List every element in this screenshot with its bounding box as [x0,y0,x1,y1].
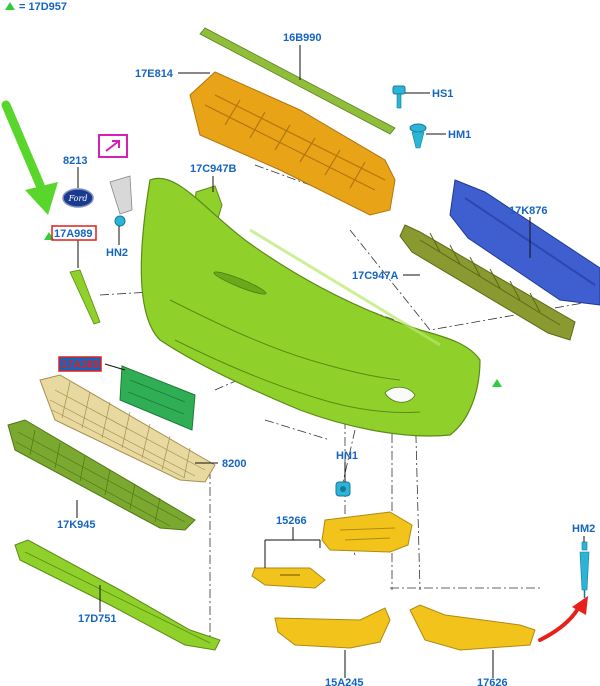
part-hn2-nut [114,215,126,227]
part-17d751-lower-lip [14,539,221,651]
leader-lines [76,45,585,678]
label-17c947a: 17C947A [352,270,399,282]
part-small-bracket [109,175,133,215]
legend-triangle-icon [5,2,15,10]
part-17a989-trim [69,269,101,325]
part-hs1-screw [392,85,406,109]
label-15a245: 15A245 [325,677,364,686]
green-indicator-arrow [1,100,58,215]
part-16b990-seal-strip [199,27,396,135]
marker-triangle-icon [492,379,502,387]
part-15266-lamp-bezel [251,511,413,589]
part-15a245-trim [274,607,391,649]
label-hn2: HN2 [106,247,128,259]
label-15266: 15266 [276,515,307,527]
label-17k876: 17K876 [509,205,548,217]
main-bumper-cover [140,177,481,437]
part-17e814-upper-bracket [189,71,396,216]
ford-badge-emblem: Ford [62,188,94,208]
part-hm1-clip [409,123,427,149]
label-17d751: 17D751 [78,613,117,625]
label-hn1: HN1 [336,450,358,462]
label-hs1: HS1 [432,88,453,100]
part-hm2-clip [579,541,590,598]
label-17e814: 17E814 [135,68,174,80]
red-indicator-arrow [538,596,588,642]
badge-text: Ford [68,194,88,203]
part-17626-trim [409,604,536,651]
label-hm2: HM2 [572,523,595,535]
part-17c947a-absorber [399,224,576,341]
label-17k945: 17K945 [57,519,96,531]
label-8200: 8200 [222,458,246,470]
part-8200-grille [39,374,216,483]
label-17a989: 17A989 [54,228,93,240]
legend-text: = 17D957 [19,1,67,13]
label-hm1: HM1 [448,129,471,141]
label-17626: 17626 [477,677,508,686]
highlight-box-17a989 [51,225,97,241]
part-17a385-plate-bracket [119,365,196,431]
label-17a385: 17A385 [61,359,100,371]
part-hn1-nut [335,481,351,497]
label-17c947b: 17C947B [190,163,237,175]
part-17k945-lower-grille [7,419,196,531]
magenta-callout-box [98,134,128,158]
label-16b990: 16B990 [283,32,322,44]
label-8213: 8213 [63,155,87,167]
highlight-box-17a385 [58,356,102,372]
